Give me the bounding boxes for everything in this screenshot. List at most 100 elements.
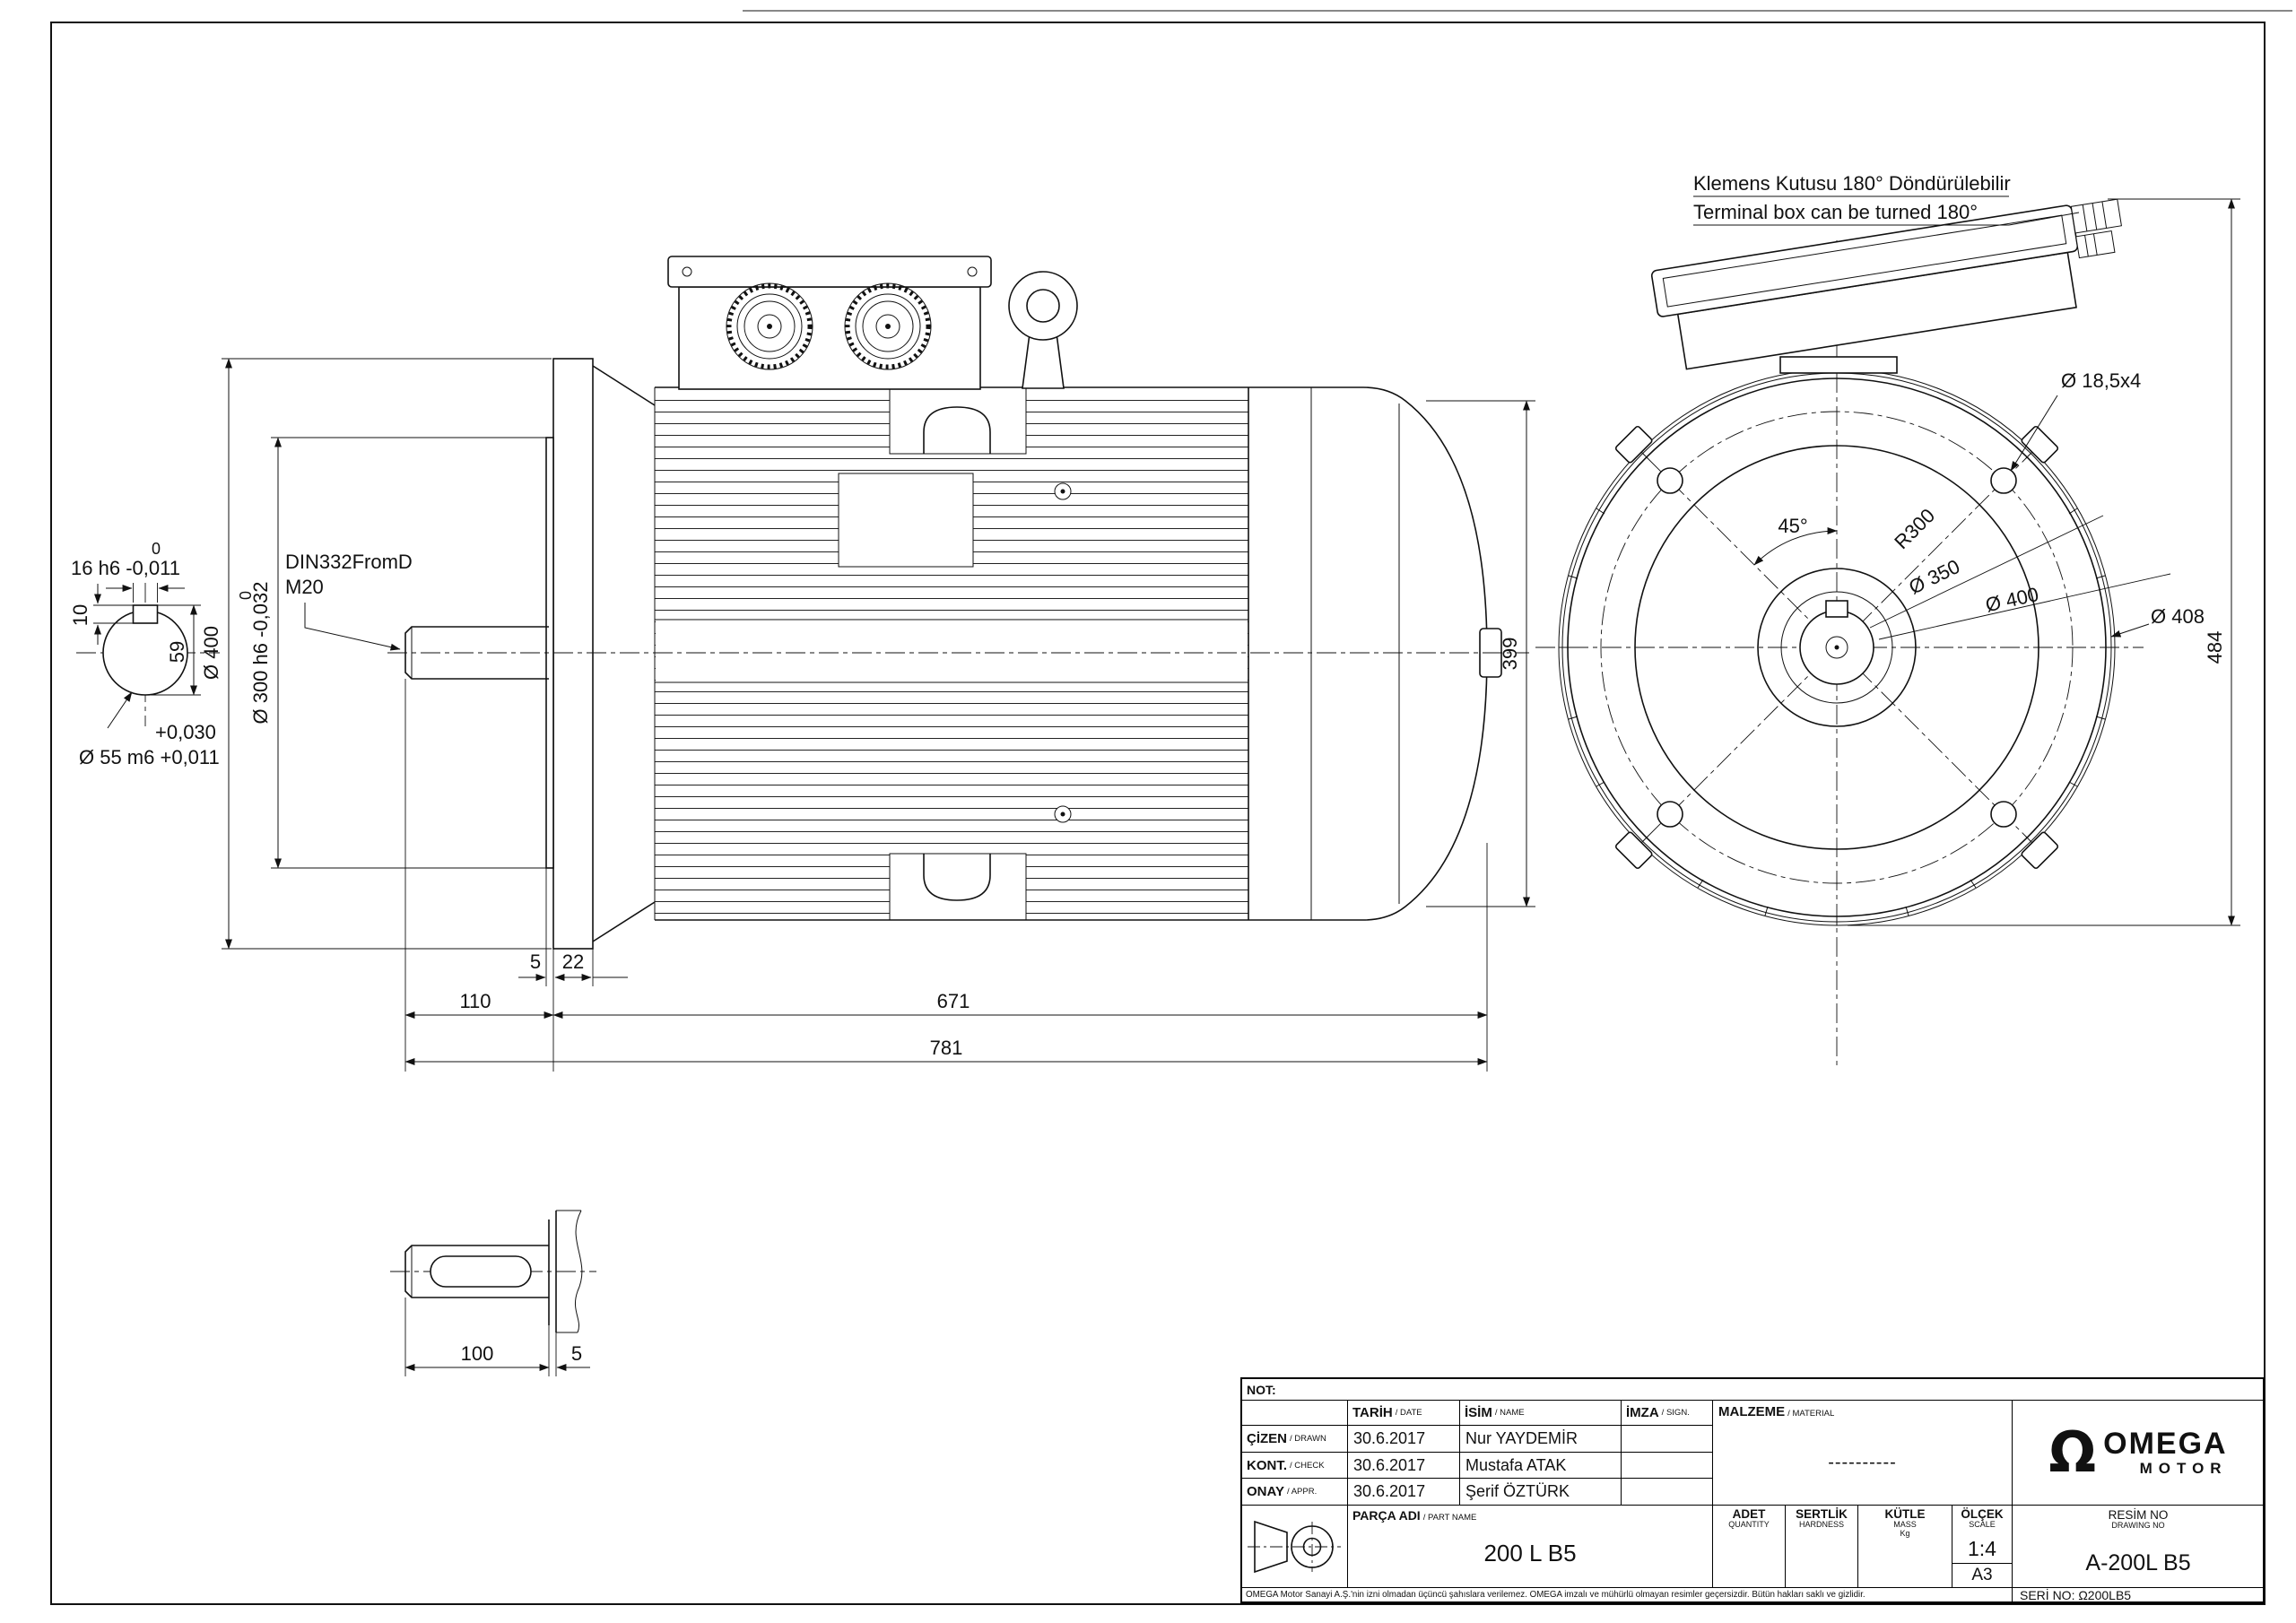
part-name-value: 200 L B5 <box>1483 1540 1577 1567</box>
drawing-no-cell: RESİM NO DRAWING NO A-200L B5 <box>2013 1506 2265 1588</box>
header-empty-cell <box>1242 1401 1348 1426</box>
approve-date: 30.6.2017 <box>1348 1479 1460 1506</box>
drawn-signature <box>1622 1426 1713 1453</box>
shaft-detail-view: 100 5 <box>390 1210 596 1376</box>
end-shield-dim: 399 <box>1426 400 1535 907</box>
note-line1: Klemens Kutusu 180° Döndürülebilir <box>1693 172 2011 195</box>
top-recess <box>889 386 1027 455</box>
center-hole-note: DIN332FromD M20 <box>285 551 413 651</box>
shaft-dia-upper-tol: +0,030 <box>155 721 216 743</box>
key-width-dim: 16 h6 -0,011 <box>71 557 180 579</box>
drawn-date: 30.6.2017 <box>1348 1426 1460 1453</box>
logo-motor-text: MOTOR <box>2139 1460 2228 1478</box>
din-note-line2: M20 <box>285 576 324 598</box>
header-date: TARİH/ DATE <box>1348 1401 1460 1426</box>
approve-label: ONAY/ APPR. <box>1242 1479 1348 1506</box>
scale-value: 1:4 <box>1968 1537 1996 1561</box>
keyway-slot <box>430 1255 532 1288</box>
quantity-cell: ADET QUANTITY <box>1713 1506 1786 1588</box>
dim-d350: Ø 350 <box>1905 555 1963 599</box>
flange-diameter-dims: Ø 400 0 Ø 300 h6 -0,032 <box>200 358 552 950</box>
dim-22: 22 <box>562 950 584 973</box>
dim-d300-upper-tol: 0 <box>237 591 255 600</box>
b5-flange <box>552 358 594 950</box>
dim-45deg: 45° <box>1778 515 1807 537</box>
key-width-upper-tol: 0 <box>152 540 161 558</box>
drawn-name: Nur YAYDEMİR <box>1460 1426 1622 1453</box>
company-logo: Ω OMEGA MOTOR <box>2013 1401 2265 1506</box>
shaft-front <box>1757 568 1917 727</box>
material-value: ---------- <box>1828 1453 1897 1472</box>
dim-d400: Ø 400 <box>1983 583 2040 616</box>
dim-671: 671 <box>937 990 970 1012</box>
dim-d300: Ø 300 h6 -0,032 <box>249 581 272 724</box>
bolt-circle <box>1600 411 2074 884</box>
cable-gland-side <box>2070 198 2122 259</box>
dim-781: 781 <box>930 1037 963 1059</box>
lid-screw <box>967 266 978 277</box>
note-line2: Terminal box can be turned 180° <box>1693 201 1978 223</box>
sheet-frame <box>50 10 2292 1605</box>
bottom-recess <box>889 853 1027 921</box>
dim-100: 100 <box>461 1342 494 1365</box>
dim-5-detail: 5 <box>571 1342 582 1365</box>
eyebolt <box>1008 271 1078 389</box>
dim-59: 59 <box>166 641 188 663</box>
flange-bolt-holes <box>1657 467 2017 828</box>
terminal-box-neck <box>1779 356 1898 374</box>
dim-holes: Ø 18,5x4 <box>2061 369 2141 392</box>
lid-screw <box>682 266 692 277</box>
disclaimer: OMEGA Motor Sanayi A.Ş.'nin izni olmadan… <box>1242 1588 2013 1602</box>
nameplate <box>838 473 974 568</box>
terminal-box-note: Klemens Kutusu 180° Döndürülebilir Termi… <box>1693 172 2080 226</box>
drawing-frame <box>50 22 2266 1605</box>
approve-name: Şerif ÖZTÜRK <box>1460 1479 1622 1506</box>
dim-d400: Ø 400 <box>200 626 222 680</box>
scale-cell: ÖLÇEK SCALE 1:4 A3 <box>1952 1506 2013 1588</box>
shaft-end-view: 0 16 h6 -0,011 10 59 +0,030 Ø 55 m6 +0,0… <box>69 540 220 768</box>
header-name: İSİM/ NAME <box>1460 1401 1622 1426</box>
shaft-dia-dim: Ø 55 m6 +0,011 <box>79 746 220 768</box>
dim-r300: R300 <box>1890 504 1939 553</box>
omega-logo-icon: Ω <box>2048 1419 2097 1486</box>
front-view: Klemens Kutusu 180° Döndürülebilir Termi… <box>1535 172 2240 1067</box>
drawn-label: ÇİZEN/ DRAWN <box>1242 1426 1348 1453</box>
cable-gland <box>844 282 932 370</box>
key-cross-section <box>132 604 159 624</box>
notes-row: NOT: <box>1242 1379 2265 1401</box>
shaft-detail-dims: 100 5 <box>404 1298 590 1376</box>
grease-fitting <box>1054 482 1072 823</box>
key-height-dim: 10 <box>69 604 91 626</box>
break-line <box>574 1210 583 1333</box>
din-note-line1: DIN332FromD <box>285 551 413 573</box>
dim-484: 484 <box>2204 631 2226 664</box>
check-date: 30.6.2017 <box>1348 1453 1460 1479</box>
cable-gland <box>726 282 813 370</box>
drawing-no-value: A-200L B5 <box>2085 1550 2191 1576</box>
material-cell: MALZEME/ MATERIAL ---------- <box>1713 1401 2013 1506</box>
check-label: KONT./ CHECK <box>1242 1453 1348 1479</box>
length-dimensions: 5 22 110 671 781 <box>404 679 1488 1072</box>
terminal-box-front <box>1650 198 2122 370</box>
part-name-cell: PARÇA ADI/ PART NAME 200 L B5 <box>1348 1506 1713 1588</box>
flange-lugs <box>1614 425 2059 870</box>
side-view: Ø 400 0 Ø 300 h6 -0,032 DIN332FromD M20 <box>200 256 1535 1072</box>
hardness-cell: SERTLİK HARDNESS <box>1786 1506 1858 1588</box>
dim-d408: Ø 408 <box>2151 605 2205 628</box>
end-shield <box>1248 386 1502 921</box>
projection-symbol <box>1242 1506 1348 1588</box>
mass-cell: KÜTLE MASS Kg <box>1858 1506 1952 1588</box>
approve-signature <box>1622 1479 1713 1506</box>
check-name: Mustafa ATAK <box>1460 1453 1622 1479</box>
dim-5: 5 <box>530 950 541 973</box>
not-label: NOT: <box>1247 1382 1276 1397</box>
title-block: NOT: TARİH/ DATE İSİM/ NAME İMZA/ SIGN. … <box>1240 1377 2265 1604</box>
dim-399: 399 <box>1499 638 1521 671</box>
paper-size: A3 <box>1952 1563 2012 1587</box>
serial-no: SERİ NO: Ω200LB5 <box>2013 1588 2265 1602</box>
terminal-box <box>667 256 992 390</box>
check-signature <box>1622 1453 1713 1479</box>
dim-110: 110 <box>459 990 491 1012</box>
